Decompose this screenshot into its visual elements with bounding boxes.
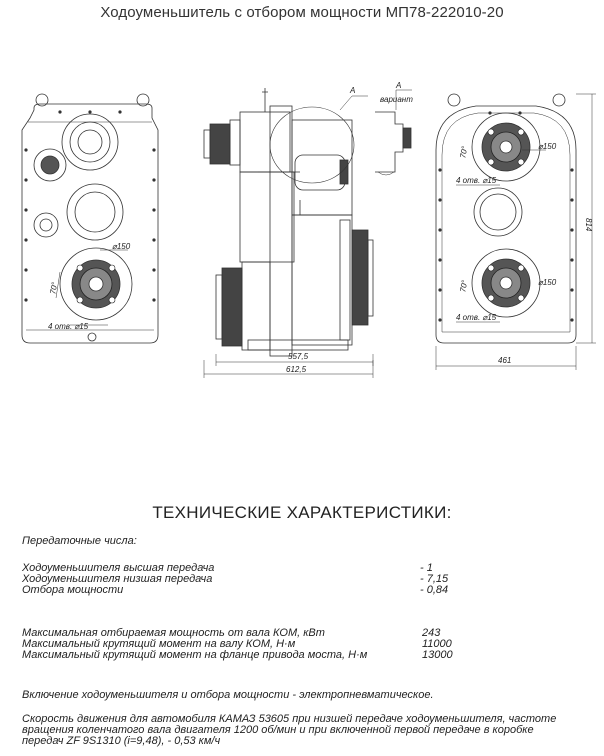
technical-drawing: ⌀150 70° 4 отв. ⌀15 А bbox=[21, 81, 596, 378]
limit-value: 243 bbox=[422, 627, 441, 639]
ratios-heading: Передаточные числа: bbox=[22, 535, 137, 547]
speed-text-line1: Скорость движения для автомобиля КАМАЗ 5… bbox=[22, 713, 557, 725]
back-width-dimension: 461 bbox=[498, 356, 511, 365]
ratio-label: Ходоуменьшителя низшая передача bbox=[22, 573, 213, 585]
back-dimensions bbox=[435, 93, 596, 370]
front-flange-diameter: ⌀150 bbox=[112, 242, 131, 251]
specs-heading: ТЕХНИЧЕСКИЕ ХАРАКТЕРИСТИКИ: bbox=[152, 503, 452, 522]
output-flange-back-lower bbox=[471, 248, 541, 318]
back-flange-diameter-bottom: ⌀150 bbox=[538, 278, 557, 287]
side-upper-body bbox=[239, 111, 291, 173]
ratio-value: - 1 bbox=[420, 562, 433, 574]
detail-callout-circle bbox=[269, 106, 355, 184]
side-main-body bbox=[269, 105, 293, 357]
ratio-value: - 0,84 bbox=[420, 584, 449, 596]
lifting-eye bbox=[447, 93, 461, 107]
ratio-value: - 7,15 bbox=[420, 573, 449, 585]
back-holes-bottom: 4 отв. ⌀15 bbox=[456, 313, 497, 322]
limit-label: Максимальная отбираемая мощность от вала… bbox=[22, 627, 325, 639]
back-intermediate-cover bbox=[473, 187, 523, 237]
back-view bbox=[435, 93, 577, 344]
lifting-eye bbox=[552, 93, 566, 107]
back-flange-diameter-top: ⌀150 bbox=[538, 142, 557, 151]
callout-variant-label: вариант bbox=[380, 95, 413, 104]
back-housing-outline bbox=[435, 105, 577, 344]
variant-detail bbox=[375, 89, 412, 176]
limit-label: Максимальный крутящий момент на валу КОМ… bbox=[22, 638, 296, 650]
front-view bbox=[21, 93, 159, 344]
limit-value: 11000 bbox=[422, 638, 452, 650]
ratio-label: Ходоуменьшителя высшая передача bbox=[22, 562, 215, 574]
drain-plug bbox=[87, 332, 97, 342]
limit-value: 13000 bbox=[422, 649, 453, 661]
document-title: Ходоуменьшитель с отбором мощности МП78-… bbox=[100, 4, 504, 21]
side-total-dimension: 612,5 bbox=[286, 365, 307, 374]
speed-text-line3: передач ZF 9S1310 (i=9,48), - 0,53 км/ч bbox=[22, 735, 221, 747]
pto-housing bbox=[33, 148, 67, 182]
output-flange-upper bbox=[471, 112, 541, 182]
callout-a: А bbox=[349, 86, 355, 95]
back-angle-top: 70° bbox=[458, 145, 469, 159]
side-dimensions bbox=[203, 354, 374, 378]
front-angle: 70° bbox=[48, 281, 59, 295]
pneumatic-cylinder bbox=[33, 212, 59, 238]
height-dimension: 814 bbox=[584, 218, 593, 232]
ratio-label: Отбора мощности bbox=[22, 584, 124, 596]
side-width-dimension: 557,5 bbox=[288, 352, 309, 361]
back-angle-bottom: 70° bbox=[458, 279, 469, 293]
speed-text-line2: вращения коленчатого вала двигателя 1200… bbox=[22, 724, 534, 736]
callout-a-variant: А bbox=[395, 81, 401, 90]
back-holes-top: 4 отв. ⌀15 bbox=[456, 176, 497, 185]
limit-label: Максимальный крутящий момент на фланце п… bbox=[22, 649, 368, 661]
housing-bolts bbox=[24, 110, 156, 302]
activation-text: Включение ходоуменьшителя и отбора мощно… bbox=[22, 689, 434, 701]
intermediate-shaft bbox=[66, 183, 124, 241]
lifting-eye bbox=[136, 93, 150, 107]
side-view bbox=[203, 88, 374, 357]
lifting-eye bbox=[35, 93, 49, 107]
housing-outline bbox=[21, 103, 159, 344]
front-holes: 4 отв. ⌀15 bbox=[48, 322, 89, 331]
output-flange-lower bbox=[59, 247, 133, 321]
upper-shaft-bearing bbox=[61, 113, 119, 171]
